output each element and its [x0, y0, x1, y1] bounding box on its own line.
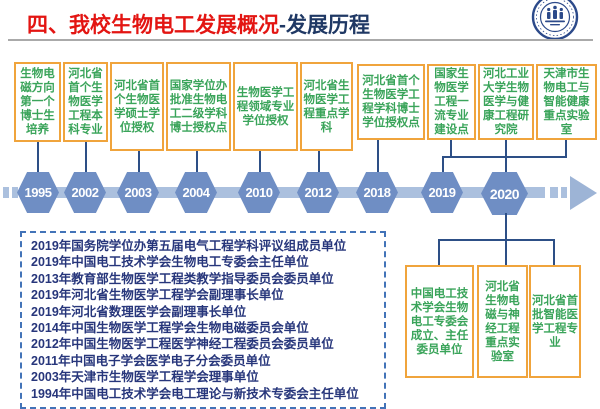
timeline-dash	[3, 187, 9, 198]
header-divider	[8, 39, 593, 41]
milestone-box-2020a: 河北工业大学生物医学与健康工程研究院	[478, 64, 534, 140]
achievement-item: 1994年中国电工技术学会电工理论与新技术专委会主任单位	[31, 386, 359, 401]
connector-line	[196, 151, 198, 173]
connector-line	[377, 140, 379, 173]
achievement-item: 2014年中国生物医学工程学会生物电磁委员会单位	[31, 321, 309, 336]
milestone-box-2019: 国家生物医学工程一流专业建设点	[427, 64, 476, 140]
connector-line	[565, 140, 567, 157]
milestone-text: 河北省首个生物医学硕士学位授权	[114, 79, 160, 134]
timeline-dash	[12, 187, 18, 198]
milestone-text: 中国电工技术学会生物电工专委会成立、主任委员单位	[410, 287, 469, 356]
year-hexagon-2004: 2004	[175, 172, 217, 213]
year-hexagon-2010: 2010	[238, 172, 280, 213]
achievement-item: 2019年国务院学位办第五届电气工程学科评议组成员单位	[31, 239, 347, 253]
connector-line	[505, 156, 507, 179]
milestone-text: 河北省首个生物医学工程学科博士学位授权点	[362, 75, 420, 129]
milestone-text: 天津市生物电工与智能健康重点实验室	[543, 68, 590, 136]
year-label: 1995	[24, 185, 52, 200]
year-hexagon-2018: 2018	[356, 172, 398, 213]
milestone-box-2002: 河北省首个生物医学工程本科专业	[63, 62, 108, 142]
year-hexagon-2003: 2003	[117, 172, 159, 213]
connector-line	[505, 239, 507, 265]
connector-line	[442, 156, 444, 173]
milestone-text: 生物医学工程领域专业学位授权	[236, 86, 295, 127]
milestone-text: 河北省首批智能医学工程专业	[532, 294, 578, 349]
year-label: 2002	[71, 185, 99, 200]
connector-line	[259, 151, 261, 173]
page-title-main: 四、我校生物电工发展概况	[27, 14, 279, 37]
connector-line	[85, 142, 87, 173]
milestone-box-2012: 河北省生物医学工程重点学科	[300, 62, 353, 151]
bottom-milestone-box-1: 中国电工技术学会生物电工专委会成立、主任委员单位	[405, 265, 474, 378]
year-label: 2018	[363, 185, 391, 200]
milestone-box-2004: 国家学位办批准生物电工二级学科博士授权点	[166, 62, 231, 151]
milestone-text: 国家生物医学工程一流专业建设点	[434, 68, 469, 136]
milestone-box-2018: 河北省首个生物医学工程学科博士学位授权点	[357, 64, 425, 140]
timeline-band	[21, 187, 545, 198]
achievement-item: 2019年河北省生物医学工程学会副理事长单位	[31, 288, 284, 303]
year-label: 2020	[489, 185, 520, 202]
milestone-box-2010: 生物医学工程领域专业学位授权	[233, 62, 298, 151]
achievement-item: 2019年中国电工技术学会生物电工专委会主任单位	[31, 255, 309, 270]
year-label: 2010	[245, 185, 273, 200]
milestone-text: 生物电磁方向第一个博士生培养	[20, 68, 55, 136]
connector-line	[505, 213, 507, 240]
year-hexagon-2019: 2019	[421, 172, 463, 213]
year-label: 2004	[182, 185, 210, 200]
achievement-item: 2003年天津市生物医学工程学会理事单位	[31, 370, 259, 385]
timeline-dash	[550, 187, 558, 198]
achievement-item: 2012年中国生物医学工程医学神经工程委员会委员单位	[31, 337, 334, 352]
achievement-item: 2019年河北省数理医学会副理事长单位	[31, 304, 247, 319]
connector-line	[438, 239, 440, 265]
bottom-milestone-box-2: 河北省生物电磁与神经工程重点实验室	[477, 265, 528, 378]
connector-line	[138, 151, 140, 173]
milestone-text: 河北省生物电磁与神经工程重点实验室	[485, 280, 520, 363]
page-title: 四、我校生物电工发展概况-发展历程	[27, 9, 370, 39]
milestone-text: 河北省首个生物医学工程本科专业	[68, 68, 103, 136]
connector-line	[37, 142, 39, 173]
year-label: 2012	[304, 185, 332, 200]
bottom-milestone-box-3: 河北省首批智能医学工程专业	[529, 265, 581, 378]
milestone-text: 河北工业大学生物医学与健康工程研究院	[483, 68, 529, 136]
milestone-text: 河北省生物医学工程重点学科	[303, 79, 350, 134]
milestone-box-2003: 河北省首个生物医学硕士学位授权	[110, 62, 164, 151]
achievements-panel: 2019年国务院学位办第五届电气工程学科评议组成员单位 2019年中国电工技术学…	[20, 231, 386, 409]
timeline-dash	[561, 187, 567, 198]
achievement-item: 2011年中国电子学会医学电子分会委员单位	[31, 353, 271, 368]
connector-line	[450, 140, 452, 157]
connector-line	[438, 239, 555, 241]
connector-line	[505, 140, 507, 157]
university-seal-icon	[531, 0, 579, 41]
year-label: 2019	[428, 185, 456, 200]
timeline-arrow-icon	[570, 176, 597, 210]
connector-line	[442, 156, 567, 158]
connector-line	[553, 239, 555, 265]
achievement-item: 2013年教育部生物医学工程类教学指导委员会委员单位	[31, 271, 334, 286]
milestone-box-2020b: 天津市生物电工与智能健康重点实验室	[536, 64, 597, 140]
page-title-suffix: -发展历程	[279, 14, 370, 37]
year-hexagon-2020: 2020	[481, 172, 528, 215]
milestone-text: 国家学位办批准生物电工二级学科博士授权点	[169, 79, 228, 134]
year-hexagon-2002: 2002	[64, 172, 106, 213]
connector-line	[318, 151, 320, 173]
year-hexagon-2012: 2012	[297, 172, 339, 213]
year-label: 2003	[124, 185, 152, 200]
year-hexagon-1995: 1995	[17, 172, 59, 213]
milestone-box-1995: 生物电磁方向第一个博士生培养	[14, 62, 61, 142]
